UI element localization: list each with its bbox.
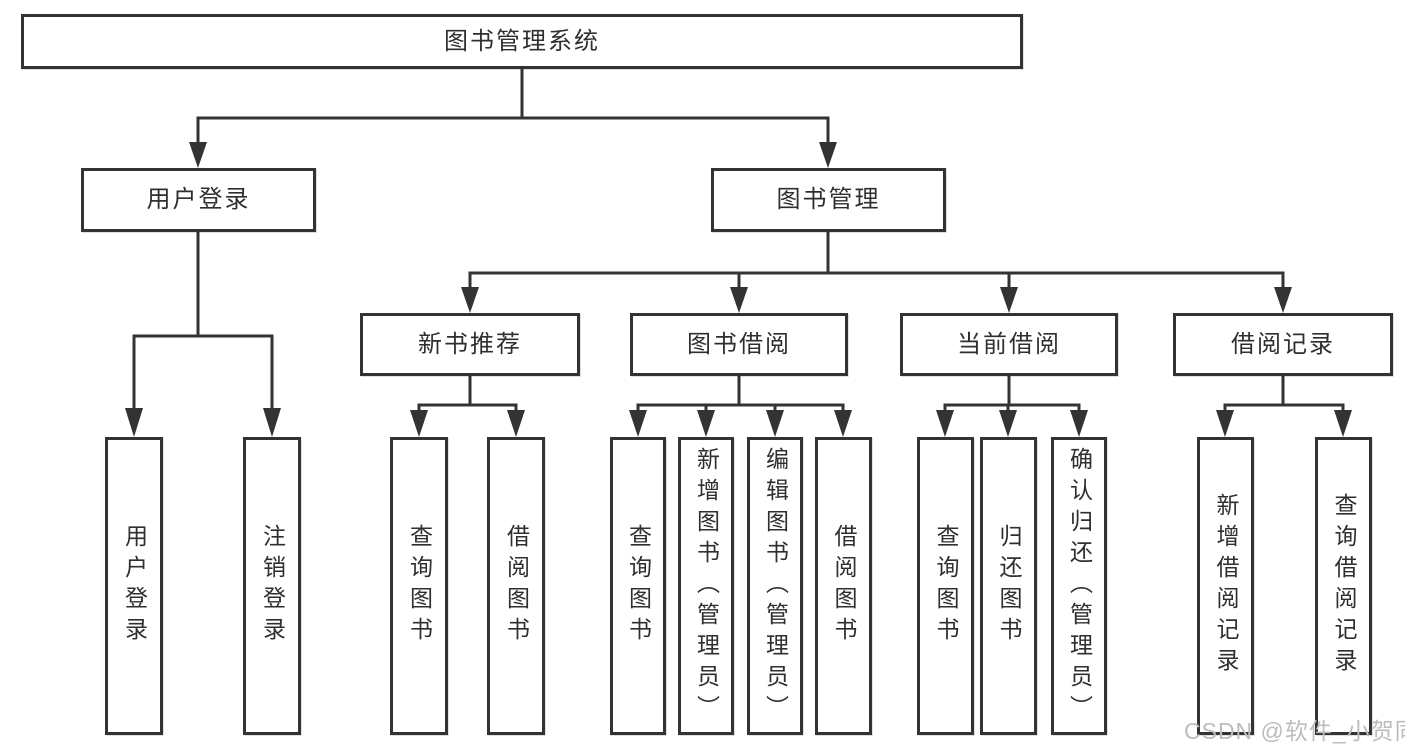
- arrowhead: [819, 142, 837, 168]
- node-borrow-records-label: 借阅记录: [1231, 330, 1335, 358]
- leaf-logout-login-label: 注销登录: [259, 524, 286, 648]
- node-new-book-recommend-label: 新书推荐: [418, 330, 522, 358]
- leaf-query-borrow-record: 查询借阅记录: [1315, 437, 1372, 735]
- node-borrow-records: 借阅记录: [1173, 313, 1393, 376]
- leaf-query-borrow-record-label: 查询借阅记录: [1331, 493, 1357, 679]
- leaf-user-login: 用户登录: [105, 437, 163, 735]
- arrowhead: [697, 410, 715, 437]
- node-current-borrow: 当前借阅: [900, 313, 1118, 376]
- arrowhead: [1000, 287, 1018, 313]
- arrowhead: [766, 410, 784, 437]
- node-book-borrow: 图书借阅: [630, 313, 848, 376]
- arrowhead: [461, 287, 479, 313]
- leaf-borrow-books-borrow: 借阅图书: [815, 437, 872, 735]
- arrowhead: [936, 410, 954, 437]
- leaf-borrow-books-borrow-label: 借阅图书: [831, 524, 857, 648]
- leaf-query-books-borrow: 查询图书: [610, 437, 666, 735]
- arrowhead: [730, 287, 748, 313]
- arrowhead: [999, 410, 1017, 437]
- arrowhead: [410, 410, 428, 437]
- leaf-query-books-recommend: 查询图书: [390, 437, 448, 735]
- arrowhead: [1070, 410, 1088, 437]
- leaf-borrow-books-recommend: 借阅图书: [487, 437, 545, 735]
- leaf-add-borrow-record-label: 新增借阅记录: [1213, 493, 1239, 679]
- node-book-management-label: 图书管理: [776, 186, 881, 213]
- leaf-add-borrow-record: 新增借阅记录: [1197, 437, 1254, 735]
- arrowhead: [629, 410, 647, 437]
- node-user-login: 用户登录: [81, 168, 316, 232]
- node-current-borrow-label: 当前借阅: [957, 330, 1061, 358]
- leaf-edit-books-admin-label: 编辑图书（管理员）: [762, 446, 789, 726]
- leaf-edit-books-admin: 编辑图书（管理员）: [747, 437, 803, 735]
- arrowhead: [189, 142, 207, 168]
- arrowhead: [834, 410, 852, 437]
- arrowhead: [125, 408, 143, 437]
- leaf-query-books-current-label: 查询图书: [933, 524, 959, 648]
- node-root: 图书管理系统: [21, 14, 1023, 69]
- node-user-login-label: 用户登录: [146, 186, 251, 213]
- arrowhead: [1334, 410, 1352, 437]
- leaf-confirm-return-admin-label: 确认归还（管理员）: [1066, 446, 1093, 726]
- node-book-management: 图书管理: [711, 168, 946, 232]
- leaf-add-books-admin-label: 新增图书（管理员）: [693, 446, 720, 726]
- leaf-query-books-current: 查询图书: [917, 437, 974, 735]
- leaf-query-books-borrow-label: 查询图书: [625, 524, 652, 648]
- leaf-confirm-return-admin: 确认归还（管理员）: [1051, 437, 1107, 735]
- node-root-label: 图书管理系统: [444, 27, 600, 55]
- leaf-return-books: 归还图书: [980, 437, 1037, 735]
- leaf-logout-login: 注销登录: [243, 437, 301, 735]
- leaf-add-books-admin: 新增图书（管理员）: [678, 437, 734, 735]
- leaf-return-books-label: 归还图书: [996, 524, 1022, 648]
- arrowhead: [507, 410, 525, 437]
- watermark-text: CSDN @软件_小贺同学: [1184, 718, 1405, 744]
- node-book-borrow-label: 图书借阅: [687, 330, 791, 358]
- arrowhead: [1216, 410, 1234, 437]
- arrowhead: [1274, 287, 1292, 313]
- leaf-query-books-recommend-label: 查询图书: [406, 524, 433, 648]
- leaf-borrow-books-recommend-label: 借阅图书: [503, 524, 530, 648]
- node-new-book-recommend: 新书推荐: [360, 313, 580, 376]
- arrowhead: [263, 408, 281, 437]
- leaf-user-login-label: 用户登录: [121, 524, 148, 648]
